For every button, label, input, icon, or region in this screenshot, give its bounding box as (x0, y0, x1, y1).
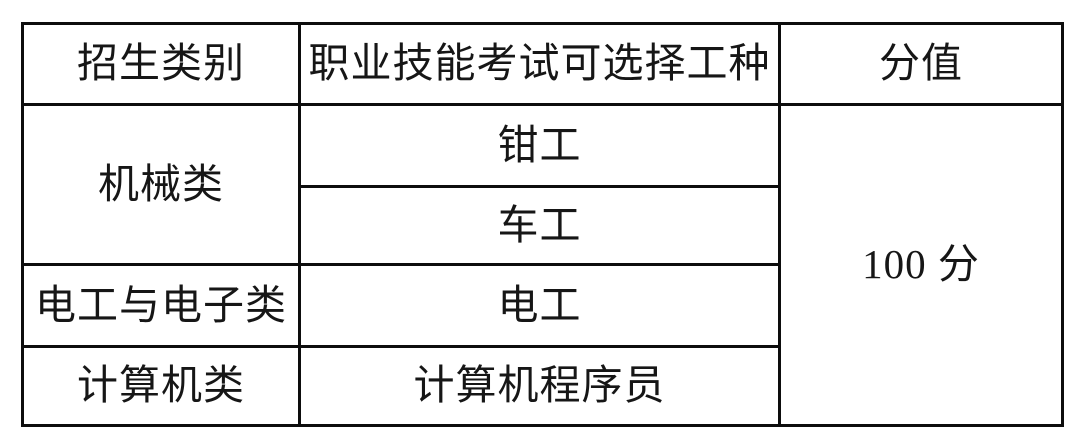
trade-cell-electrician: 电工 (298, 263, 781, 348)
table-row: 车工 (23, 185, 1063, 266)
score-cell: 100 分 (778, 103, 1064, 427)
category-cell-electrical-electronics: 电工与电子类 (21, 263, 301, 348)
trade-cell-lathe-operator: 车工 (298, 185, 781, 266)
category-cell-computer: 计算机类 (21, 345, 301, 427)
table-row: 机械类 钳工 100 分 (21, 103, 1064, 427)
header-score: 分值 (778, 22, 1064, 106)
table-row: 计算机类 计算机程序员 (21, 345, 1063, 427)
table-header-row: 招生类别 职业技能考试可选择工种 分值 (21, 22, 1064, 106)
admission-skill-exam-table: 招生类别 职业技能考试可选择工种 分值 机械类 钳工 100 分 车工 电工与电… (21, 22, 1064, 427)
header-selectable-trades: 职业技能考试可选择工种 (298, 22, 781, 106)
header-enrollment-category: 招生类别 (21, 22, 301, 106)
category-cell-mechanical: 机械类 (21, 103, 301, 266)
trade-cell-computer-programmer: 计算机程序员 (298, 345, 781, 427)
trade-cell-fitter: 钳工 (298, 103, 781, 188)
table-row: 电工与电子类 电工 (21, 263, 1063, 348)
